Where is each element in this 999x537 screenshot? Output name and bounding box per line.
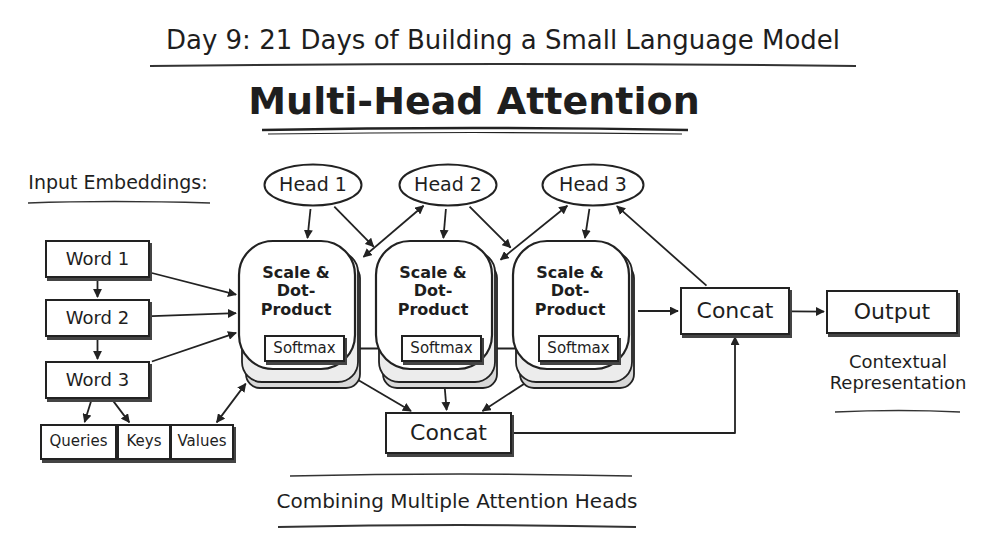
arrow-connector [792,310,824,312]
arrow-connector [152,313,236,316]
caption-rule [290,474,632,476]
ellipse-shape [265,165,362,206]
concat-box: Concat [680,287,790,335]
queries-box: Queries [40,424,117,460]
attention-block: Scale & Dot-ProductSoftmax [375,240,499,390]
softmax-box: Softmax [538,335,619,362]
node-text: Head 2 [414,174,482,196]
caption-underline [278,525,636,527]
head-ellipse: Head 2 [398,163,498,207]
concat-box: Concat [385,412,512,454]
node-text: Concat [410,420,487,445]
values-box: Values [170,424,233,460]
head-ellipse: Head 3 [541,163,645,207]
node-text: Scale & Dot-Product [242,264,350,319]
node-text: Head 1 [279,174,347,196]
node-text: Scale & Dot-Product [379,264,487,319]
head-ellipse: Head 1 [263,163,363,207]
attention-block: Scale & Dot-ProductSoftmax [238,240,362,390]
node-text: Values [177,433,226,450]
node-text: Output [854,299,930,324]
arrow-connector [334,207,373,247]
keys-box: Keys [117,424,171,460]
arrow-connector [217,384,246,423]
arrow-connector [470,207,511,248]
word-box: Word 3 [45,361,150,399]
layer [376,241,492,369]
arrow-connector [638,310,678,312]
word-box: Word 1 [45,240,150,278]
heading-underline [268,133,682,135]
node-text: Word 2 [66,308,129,329]
softmax-box: Softmax [264,335,345,362]
arrow-connector [152,273,236,295]
section-label: Input Embeddings: [18,172,218,194]
arrow-connector [585,209,589,238]
node-text: Queries [50,433,108,450]
arrow-connector [443,209,446,238]
arrow-connector [152,333,236,362]
node-text: Concat [697,298,774,323]
label-underline [28,202,210,204]
page-title: Day 9: 21 Days of Building a Small Langu… [93,26,913,56]
ellipse-shape [543,165,644,206]
node-text: Head 3 [559,174,627,196]
arrow-connector [97,339,99,359]
node-text: Word 3 [66,370,129,391]
ellipse-shape [400,165,497,206]
heading-underline [262,128,688,130]
node-text: Softmax [273,340,335,357]
node-text: Word 1 [66,249,129,270]
node-text: Softmax [547,340,609,357]
node-text: Softmax [410,340,472,357]
layer [513,241,629,369]
attention-block: Scale & Dot-ProductSoftmax [512,240,636,390]
caption: Combining Multiple Attention Heads [247,490,667,513]
word-box: Word 2 [45,299,150,337]
arrow-connector [85,401,92,422]
arrow-connector [113,401,129,423]
label-underline [835,411,960,413]
output-label: Contextual Representation [823,352,973,393]
layer [239,241,355,369]
arrow-connector [97,280,99,297]
output-box: Output [826,290,958,334]
softmax-box: Softmax [401,335,482,362]
arrow-connector [308,209,311,238]
heading: Multi-Head Attention [214,80,734,124]
node-text: Scale & Dot-Product [516,264,624,319]
node-text: Keys [126,433,161,450]
title-underline [150,64,856,66]
